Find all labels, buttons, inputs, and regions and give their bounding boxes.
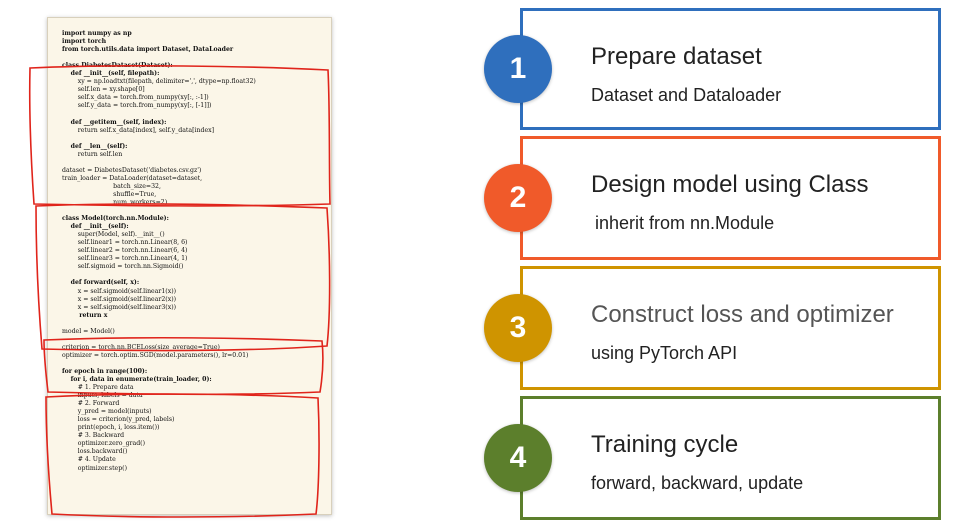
code-line: self.linear2 = torch.nn.Linear(6, 4)	[62, 247, 188, 255]
code-line: optimizer = torch.optim.SGD(model.parame…	[62, 351, 249, 359]
step-title: Construct loss and optimizer	[591, 301, 894, 328]
code-line: self.len = xy.shape[0]	[62, 86, 145, 94]
code-line: num_workers=2)	[62, 198, 168, 206]
code-line: x = self.sigmoid(self.linear1(x))	[62, 287, 177, 295]
code-line: import torch	[62, 38, 107, 46]
code-line: return self.x_data[index], self.y_data[i…	[62, 126, 215, 134]
code-line: self.sigmoid = torch.nn.Sigmoid()	[62, 263, 184, 271]
code-line	[62, 159, 327, 167]
code-line	[62, 320, 327, 328]
step-title: Prepare dataset	[591, 43, 762, 70]
code-line	[62, 360, 327, 368]
code-line: train_loader = DataLoader(dataset=datase…	[62, 174, 203, 182]
code-line: loss = criterion(y_pred, labels)	[62, 416, 175, 424]
code-line: def __init__(self, filepath):	[62, 70, 160, 78]
step-box-4: Training cycle forward, backward, update	[520, 396, 941, 520]
code-line: for epoch in range(100):	[62, 367, 148, 375]
code-line	[62, 336, 327, 344]
step-title: Design model using Class	[591, 171, 869, 198]
step-number-badge: 1	[484, 35, 552, 103]
code-line: self.linear1 = torch.nn.Linear(8, 6)	[62, 239, 188, 247]
code-line: self.linear3 = torch.nn.Linear(4, 1)	[62, 255, 188, 263]
step-box-3: Construct loss and optimizer using PyTorc…	[520, 266, 941, 390]
code-line	[62, 135, 327, 143]
code-line: y_pred = model(inputs)	[62, 408, 152, 416]
code-line: # 4. Update	[62, 456, 116, 464]
code-line	[62, 110, 327, 118]
code-line: for i, data in enumerate(train_loader, 0…	[62, 376, 212, 384]
step-number-badge: 2	[484, 164, 552, 232]
step-number-badge: 4	[484, 424, 552, 492]
code-line: # 1. Prepare data	[62, 384, 134, 392]
code-line: criterion = torch.nn.BCELoss(size_averag…	[62, 343, 220, 351]
code-line: loss.backward()	[62, 448, 128, 456]
step-box-2: Design model using Class inherit from nn.…	[520, 136, 941, 260]
code-line: # 2. Forward	[62, 400, 120, 408]
code-line	[62, 271, 327, 279]
step-subtitle: inherit from nn.Module	[595, 213, 775, 233]
code-line: batch_size=32,	[62, 182, 161, 190]
code-line: x = self.sigmoid(self.linear2(x))	[62, 295, 177, 303]
code-line: class Model(torch.nn.Module):	[62, 215, 169, 223]
step-number-badge: 3	[484, 294, 552, 362]
code-line: dataset = DiabetesDataset('diabetes.csv.…	[62, 166, 202, 174]
code-line: def __getitem__(self, index):	[62, 118, 167, 126]
code-line: from torch.utils.data import Dataset, Da…	[62, 46, 234, 54]
code-line: self.y_data = torch.from_numpy(xy[:, [-1…	[62, 102, 212, 110]
code-line: super(Model, self).__init__()	[62, 231, 165, 239]
code-line	[62, 207, 327, 215]
step-subtitle: Dataset and Dataloader	[591, 85, 782, 105]
code-line: def __len__(self):	[62, 142, 128, 150]
code-line: return self.len	[62, 150, 123, 158]
step-title: Training cycle	[591, 431, 739, 458]
code-line: x = self.sigmoid(self.linear3(x))	[62, 303, 177, 311]
code-line: model = Model()	[62, 327, 115, 335]
code-line: inputs, labels = data	[62, 392, 143, 400]
code-line: print(epoch, i, loss.item())	[62, 424, 160, 432]
step-subtitle: forward, backward, update	[591, 473, 804, 493]
code-line: optimizer.zero_grad()	[62, 440, 145, 448]
code-line: def __init__(self):	[62, 223, 129, 231]
code-line: return x	[62, 311, 108, 319]
code-line: optimizer.step()	[62, 464, 128, 472]
code-line	[62, 54, 327, 62]
code-line: xy = np.loadtxt(filepath, delimiter=',',…	[62, 78, 256, 86]
code-line: def forward(self, x):	[62, 279, 140, 287]
code-line: class DiabetesDataset(Dataset):	[62, 62, 173, 70]
code-line: shuffle=True,	[62, 190, 157, 198]
step-subtitle: using PyTorch API	[591, 343, 738, 363]
code-line: self.x_data = torch.from_numpy(xy[:, :-1…	[62, 94, 209, 102]
code-line: import numpy as np	[62, 30, 132, 37]
code-line: # 3. Backward	[62, 432, 125, 440]
